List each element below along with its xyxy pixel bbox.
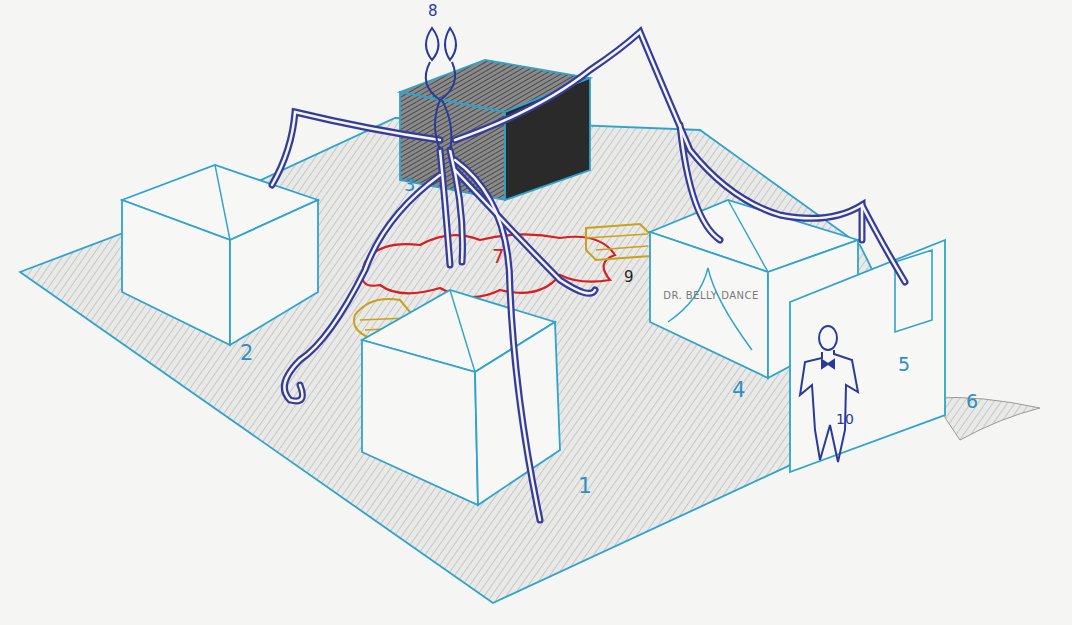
tent-door <box>668 268 752 350</box>
ribbon <box>455 32 862 240</box>
callout-number: 6 <box>966 392 978 411</box>
bow-tie <box>822 360 834 368</box>
callout-number: 10 <box>836 412 854 426</box>
ribbon-outer <box>272 32 905 520</box>
ribbon <box>284 175 440 401</box>
bodice-waist <box>426 62 455 100</box>
chest-lines <box>586 234 648 250</box>
tent-sign: DR. BELLY DANCE <box>663 290 759 301</box>
ground-tab <box>935 397 1040 440</box>
callout-number: 1 <box>578 475 592 497</box>
man-figure <box>800 326 858 462</box>
ribbon <box>272 112 440 185</box>
dark-cube-front <box>400 92 505 200</box>
callout-number: 2 <box>240 343 253 364</box>
panel-window <box>895 250 932 332</box>
callout-number: 7 <box>492 246 505 266</box>
man-body <box>800 350 858 462</box>
roof-ridge <box>450 290 475 372</box>
callout-number: 5 <box>898 355 910 374</box>
ribbon <box>440 150 450 265</box>
callout-number: 9 <box>624 270 634 285</box>
ribbon <box>450 150 463 262</box>
ribbon <box>284 175 440 401</box>
ribbon <box>862 205 905 282</box>
box-front <box>362 340 478 505</box>
box-front <box>650 232 768 378</box>
box-front <box>122 200 230 345</box>
ribbon <box>272 112 440 185</box>
callout-number: 4 <box>732 380 745 401</box>
ribbon-inner <box>272 32 905 520</box>
man-head <box>819 326 837 350</box>
wall-panel <box>790 240 945 472</box>
ribbon <box>440 150 450 265</box>
bodice-figure <box>426 28 456 150</box>
callout-number: 8 <box>428 4 438 19</box>
box-side <box>230 200 318 345</box>
roof-ridge <box>215 165 230 240</box>
yellow-chest <box>586 224 650 260</box>
ribbon <box>455 32 862 240</box>
bodice-stem <box>435 100 451 150</box>
ribbon <box>680 125 720 240</box>
tent-box: DR. BELLY DANCE <box>655 284 767 306</box>
bodice-top <box>426 28 456 60</box>
ribbon <box>455 170 595 293</box>
ribbon <box>862 205 905 282</box>
ribbon <box>455 170 595 293</box>
tent-frame <box>272 32 905 520</box>
callout-number: 3 <box>404 176 415 194</box>
